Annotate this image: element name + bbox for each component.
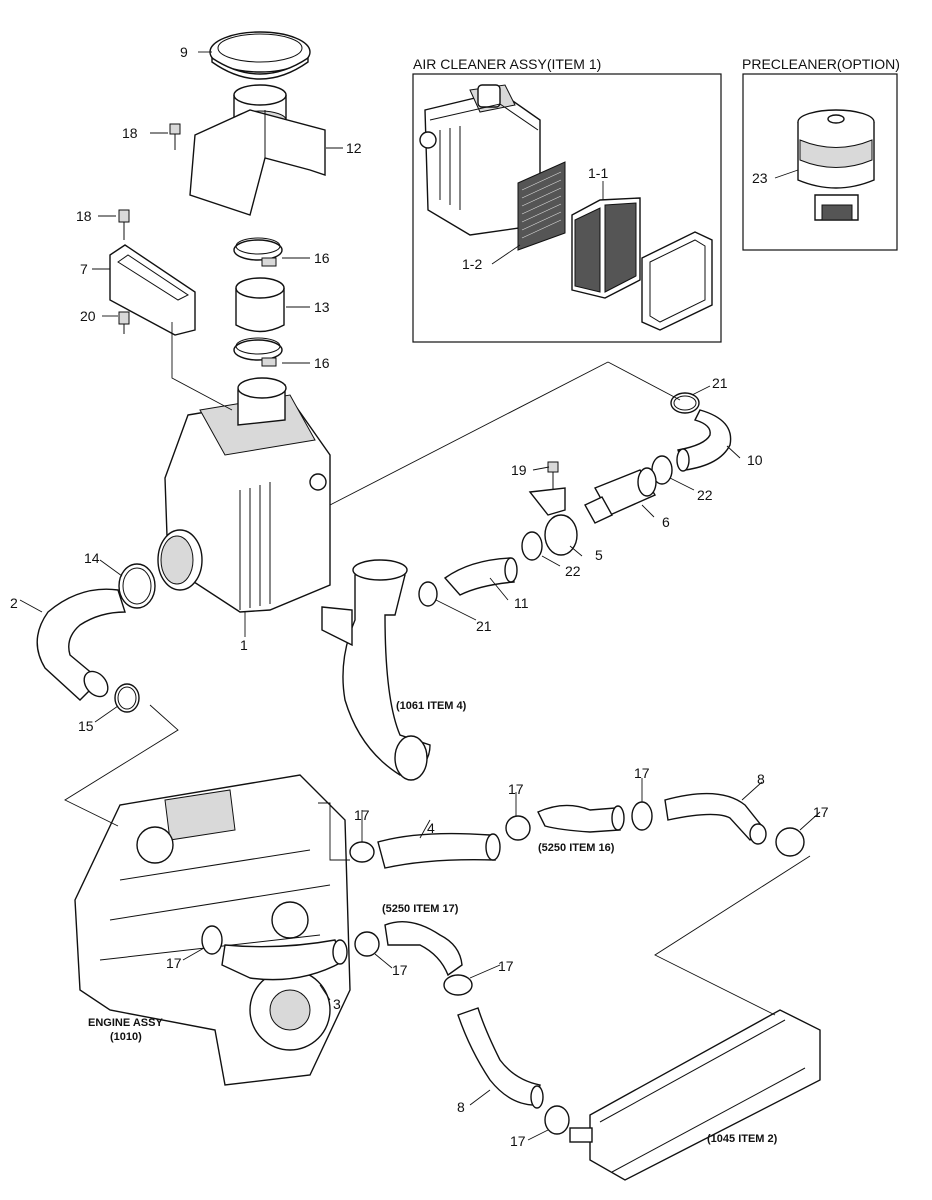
callout-7: 7 (80, 261, 88, 277)
callout-3: 3 (333, 996, 341, 1012)
callout-17-h: 17 (510, 1133, 526, 1149)
callout-17-d: 17 (813, 804, 829, 820)
fitting-5250-17 (384, 921, 463, 977)
hose-8-upper (664, 792, 767, 845)
callout-8-upper: 8 (757, 771, 765, 787)
leader-lines (19, 51, 821, 1141)
clamp-21-lower (418, 581, 438, 607)
air-cleaner-assy-box: AIR CLEANER ASSY(ITEM 1) (412, 56, 722, 343)
callout-22-upper: 22 (697, 487, 713, 503)
reference-labels: (1061 ITEM 4) (5250 ITEM 16) (5250 ITEM … (88, 700, 778, 1145)
precleaner-box: PRECLEANER(OPTION) (742, 56, 900, 251)
hose-13 (235, 277, 285, 333)
callout-13: 13 (314, 299, 330, 315)
callout-labels: 9 12 18 18 7 20 16 13 16 1-1 1-2 23 21 1… (10, 44, 829, 1149)
callout-11: 11 (514, 595, 529, 611)
callout-17-b: 17 (508, 781, 524, 797)
callout-17-e: 17 (166, 955, 182, 971)
clamp-16-lower (233, 337, 283, 367)
intercooler-1045 (569, 1009, 821, 1181)
callout-17-c: 17 (634, 765, 650, 781)
pre-filter-element-1-2 (517, 161, 566, 251)
callout-12: 12 (346, 140, 362, 156)
callout-16-upper: 16 (314, 250, 330, 266)
bolt-18-top (169, 123, 181, 150)
fitting-6 (584, 467, 657, 524)
filter-cover-frame (641, 231, 713, 331)
fitting-5250-16 (537, 804, 625, 833)
air-cleaner-assy-title: AIR CLEANER ASSY(ITEM 1) (413, 56, 601, 72)
callout-18-mid: 18 (76, 208, 92, 224)
engine-assy-label: ENGINE ASSY (88, 1017, 163, 1029)
callout-19: 19 (511, 462, 527, 478)
cap-9 (209, 31, 311, 80)
bolt-18-mid (118, 209, 130, 240)
bracket-12 (189, 109, 326, 216)
clamp-17-e (201, 925, 223, 955)
clamp-17-a (349, 841, 375, 863)
bracket-7 (109, 244, 196, 336)
clamp-17-g (443, 974, 473, 996)
engine-assy-number: (1010) (110, 1031, 142, 1043)
callout-6: 6 (662, 514, 670, 530)
ref-1061-item-4: (1061 ITEM 4) (396, 700, 467, 712)
clamp-17-f (354, 931, 380, 957)
callout-4: 4 (427, 820, 435, 836)
clamp-21-upper (670, 392, 700, 414)
bolt-20 (118, 311, 130, 334)
callout-15: 15 (78, 718, 94, 734)
bracket-5 (528, 487, 578, 556)
hose-10 (676, 409, 732, 472)
clamp-22-lower (521, 531, 543, 561)
callout-17-a: 17 (354, 807, 370, 823)
hose-11 (443, 557, 518, 596)
callout-16-lower: 16 (314, 355, 330, 371)
callout-23: 23 (752, 170, 768, 186)
callout-5: 5 (595, 547, 603, 563)
clamp-17-c (631, 801, 653, 831)
callout-2: 2 (10, 595, 18, 611)
hose-4 (377, 832, 501, 869)
precleaner-23 (797, 109, 875, 221)
ref-5250-item-17: (5250 ITEM 17) (382, 903, 459, 915)
callout-20: 20 (80, 308, 96, 324)
intake-pipe-1061 (321, 559, 431, 781)
clamp-17-h (544, 1105, 570, 1135)
callout-9: 9 (180, 44, 188, 60)
callout-10: 10 (747, 452, 763, 468)
clamp-17-d (775, 827, 805, 857)
callout-14: 14 (84, 550, 100, 566)
callout-17-f: 17 (392, 962, 408, 978)
ref-5250-item-16: (5250 ITEM 16) (538, 842, 615, 854)
precleaner-title: PRECLEANER(OPTION) (742, 56, 900, 72)
hose-2 (36, 588, 126, 701)
callout-21-upper: 21 (712, 375, 728, 391)
hose-8-lower (457, 1007, 544, 1109)
clamp-17-b (505, 815, 531, 841)
callout-1: 1 (240, 637, 248, 653)
hose-3 (221, 939, 348, 981)
clamp-16-upper (233, 237, 283, 267)
callout-18-top: 18 (122, 125, 138, 141)
callout-22-lower: 22 (565, 563, 581, 579)
callout-1-2: 1-2 (462, 256, 482, 272)
callout-21-lower: 21 (476, 618, 492, 634)
callout-17-g: 17 (498, 958, 514, 974)
callout-1-1: 1-1 (588, 165, 608, 181)
air-cleaner-1 (157, 377, 331, 613)
ref-1045-item-2: (1045 ITEM 2) (707, 1133, 778, 1145)
callout-8-lower: 8 (457, 1099, 465, 1115)
bolt-19 (547, 461, 559, 490)
clamp-14 (118, 563, 156, 609)
air-cleaner-housing-small (419, 84, 541, 236)
clamp-15 (114, 683, 140, 713)
main-filter-element-1-1 (571, 197, 641, 299)
